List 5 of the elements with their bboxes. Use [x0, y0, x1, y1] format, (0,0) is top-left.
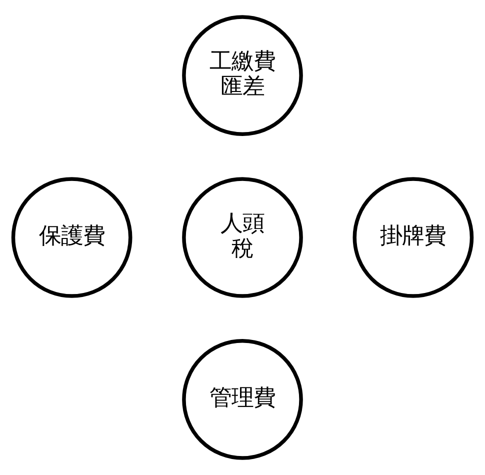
node-circle: 人頭稅 — [182, 177, 303, 298]
node-circle: 管理費 — [182, 339, 303, 460]
node-circle: 掛牌費 — [352, 177, 474, 298]
node-circle: 保護費 — [11, 177, 132, 298]
node-circle: 工繳費匯差 — [182, 15, 303, 136]
